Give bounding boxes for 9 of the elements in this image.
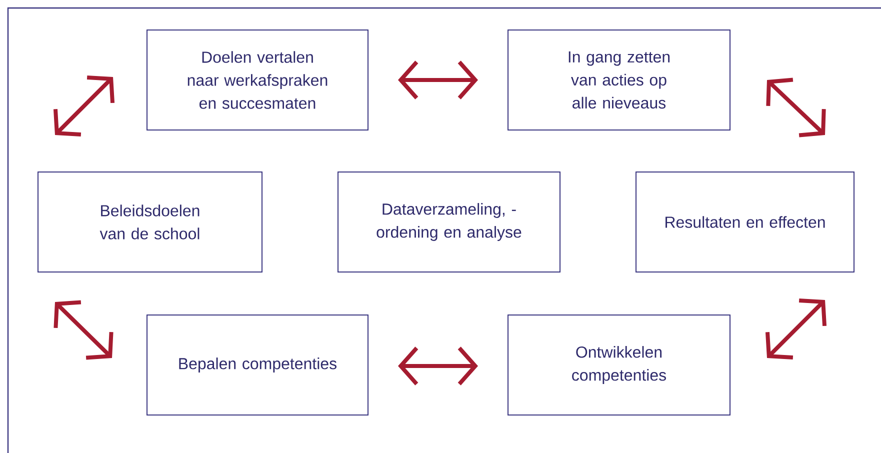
process-box: Beleidsdoelen van de school: [38, 172, 262, 272]
process-box: Doelen vertalen naar werkafspraken en succesmaten: [146, 30, 368, 130]
process-box: Ontwikkelen competenties: [508, 314, 730, 416]
process-box: In gang zetten van acties op alle nieveaus: [508, 30, 730, 130]
process-box: Bepalen competenties: [146, 314, 368, 416]
double-arrow: [765, 298, 827, 360]
double-arrow: [53, 75, 115, 137]
process-box: Dataverzameling, -ordening en analyse: [338, 172, 560, 272]
process-box: Resultaten en effecten: [636, 172, 854, 272]
